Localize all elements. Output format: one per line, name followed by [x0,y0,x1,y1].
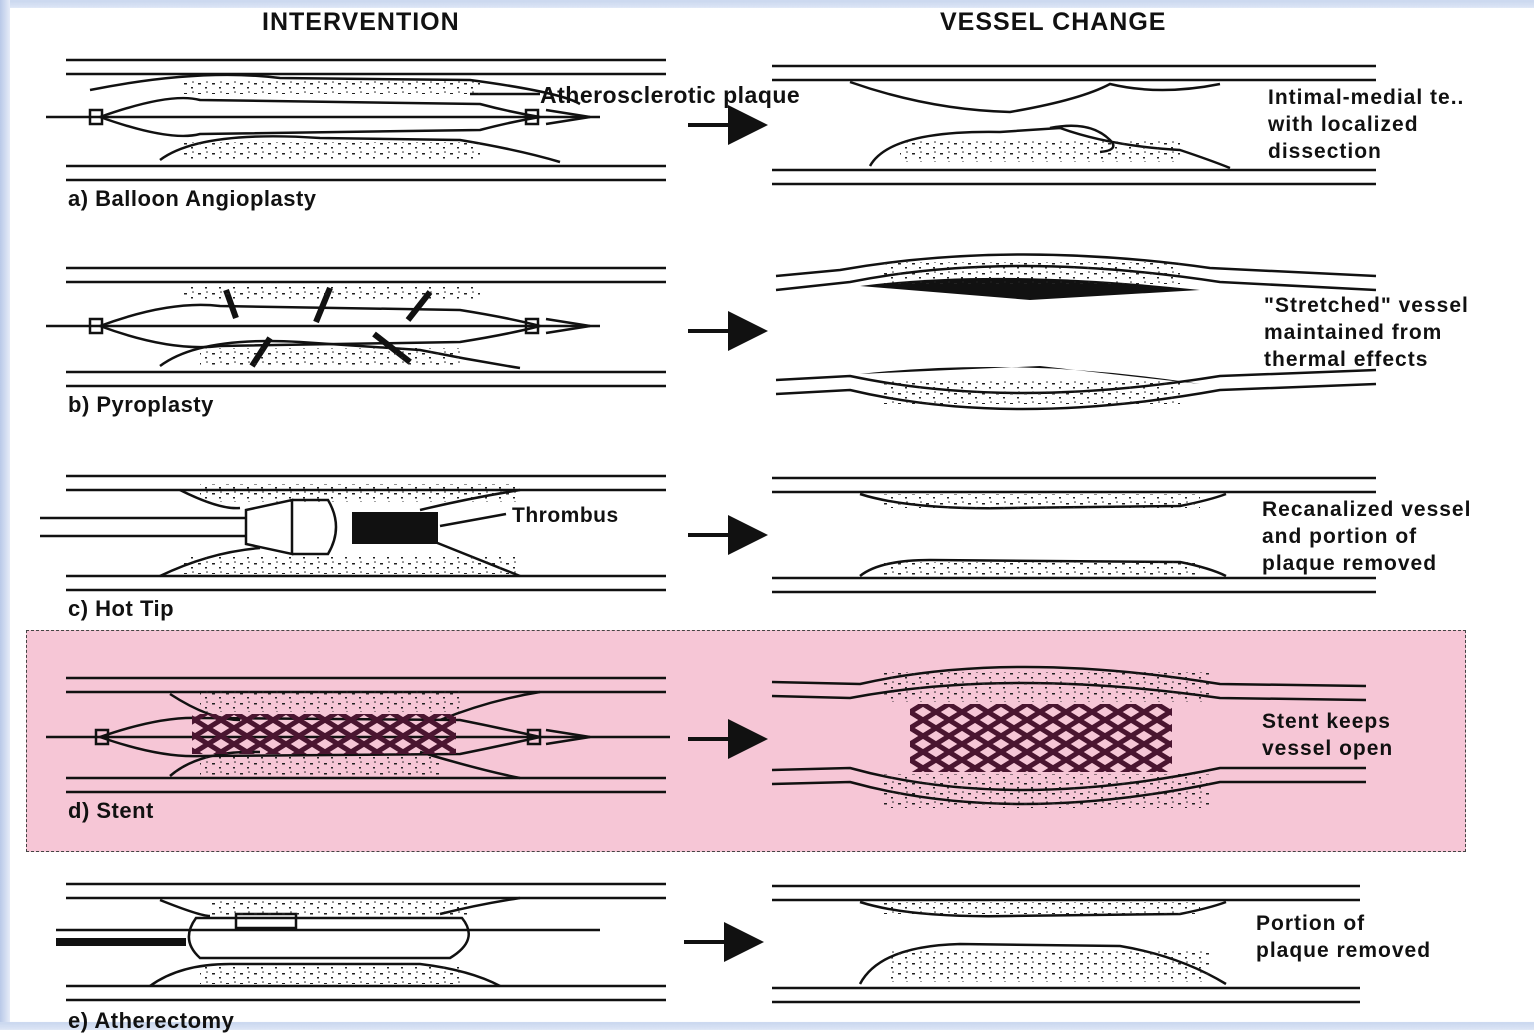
row-e-description: Portion of plaque removed [1256,910,1431,964]
row-label-d: d) Stent [68,798,154,824]
row-a-desc-line: dissection [1268,138,1464,165]
row-c-description: Recanalized vessel and portion of plaque… [1262,496,1471,577]
row-b-desc-line: thermal effects [1264,346,1469,373]
row-label-e: e) Atherectomy [68,1008,234,1034]
annotation-plaque: Atherosclerotic plaque [540,82,800,109]
row-a-desc-line: Intimal-medial te.. [1268,84,1464,111]
row-label-a: a) Balloon Angioplasty [68,186,317,212]
row-b-description: "Stretched" vessel maintained from therm… [1264,292,1469,373]
row-e-desc-line: plaque removed [1256,937,1431,964]
row-b-intervention-vessel [46,268,666,386]
transition-arrows [684,125,760,942]
row-d-desc-line: Stent keeps [1262,708,1393,735]
stent-mesh-collapsed [192,714,456,754]
row-label-c: c) Hot Tip [68,596,174,622]
row-c-desc-line: plaque removed [1262,550,1471,577]
thrombus-mass [352,512,438,544]
row-a-intervention-vessel [46,60,666,180]
row-b-desc-line: "Stretched" vessel [1264,292,1469,319]
row-e-desc-line: Portion of [1256,910,1431,937]
annotation-thrombus: Thrombus [512,504,619,528]
row-label-b: b) Pyroplasty [68,392,214,418]
row-d-desc-line: vessel open [1262,735,1393,762]
stent-mesh-expanded [910,704,1172,772]
row-d-description: Stent keeps vessel open [1262,708,1393,762]
row-a-description: Intimal-medial te.. with localized disse… [1268,84,1464,165]
row-a-desc-line: with localized [1268,111,1464,138]
row-c-desc-line: and portion of [1262,523,1471,550]
row-c-desc-line: Recanalized vessel [1262,496,1471,523]
row-b-desc-line: maintained from [1264,319,1469,346]
